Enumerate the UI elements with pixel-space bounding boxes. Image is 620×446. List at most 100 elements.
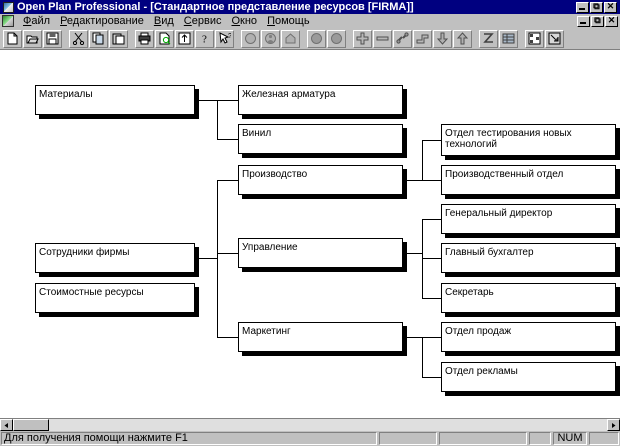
tree-node-label: Производство [242, 169, 308, 180]
scroll-right-button[interactable] [607, 419, 620, 431]
tree-node-otdelreklamy[interactable]: Отдел рекламы [441, 362, 616, 392]
menu-accel: В [153, 15, 162, 27]
tree-node-label: Отдел рекламы [445, 366, 518, 377]
resource-shape-button[interactable] [281, 29, 300, 48]
connector-line-h [422, 298, 442, 299]
mdi-restore-icon: ⧉ [594, 15, 601, 25]
tree-node-label: Маркетинг [242, 326, 291, 337]
restore-button[interactable]: ⧉ [590, 1, 603, 13]
connector-line-h [403, 253, 423, 254]
move-down-button[interactable] [433, 29, 452, 48]
tree-node-sekretar[interactable]: Секретарь [441, 283, 616, 313]
print-button[interactable] [135, 29, 154, 48]
tree-node-vinil[interactable]: Винил [238, 124, 403, 154]
connector-line-h [422, 258, 442, 259]
horizontal-scrollbar[interactable] [0, 418, 620, 431]
copy-button[interactable] [89, 29, 108, 48]
menu-item-label: омощь [274, 15, 310, 27]
tree-node-label: Производственный отдел [445, 169, 564, 180]
tree-node-marketing[interactable]: Маркетинг [238, 322, 403, 352]
tree-node-stoimostnye[interactable]: Стоимостные ресурсы [35, 283, 195, 313]
tree-node-label: Управление [242, 242, 298, 253]
menu-item-edit[interactable]: Редактирование [55, 14, 149, 28]
svg-text:?: ? [228, 33, 231, 40]
tree-node-label: Железная арматура [242, 89, 336, 100]
menu-item-window[interactable]: Окно [226, 14, 262, 28]
filled-circle-button[interactable] [307, 29, 326, 48]
tree-node-label: Стоимостные ресурсы [39, 287, 144, 298]
menu-item-file[interactable]: Файл [18, 14, 55, 28]
status-num-indicator: NUM [553, 432, 587, 445]
tree-node-sotrudniki[interactable]: Сотрудники фирмы [35, 243, 195, 273]
zigzag-button[interactable] [479, 29, 498, 48]
menu-accel: С [183, 15, 192, 27]
menu-accel: Р [60, 15, 67, 27]
document-icon[interactable] [2, 15, 14, 27]
new-file-button[interactable] [3, 29, 22, 48]
link-button[interactable] [393, 29, 412, 48]
connector-line-v [217, 180, 218, 338]
tree-node-armatura[interactable]: Железная арматура [238, 85, 403, 115]
mdi-close-button[interactable]: ✕ [605, 15, 618, 27]
toolbar: ? ? [0, 28, 620, 50]
tree-node-proizvotdel[interactable]: Производственный отдел [441, 165, 616, 195]
connector-line-h [422, 337, 442, 338]
move-up-button[interactable] [453, 29, 472, 48]
remove-minus-button[interactable] [373, 29, 392, 48]
scroll-thumb[interactable] [13, 419, 49, 431]
minimize-button[interactable] [576, 1, 589, 13]
resource-circle-button[interactable] [241, 29, 260, 48]
svg-text:?: ? [202, 34, 207, 46]
filled-circle-2-button[interactable] [327, 29, 346, 48]
open-folder-button[interactable] [23, 29, 42, 48]
tree-node-buhgalter[interactable]: Главный бухгалтер [441, 243, 616, 273]
mdi-child-controls: ⧉ ✕ [577, 15, 618, 27]
scroll-track[interactable] [13, 419, 607, 431]
menu-accel: П [267, 15, 275, 27]
tree-node-label: Материалы [39, 89, 93, 100]
tree-node-upravlenie[interactable]: Управление [238, 238, 403, 268]
connector-line-h [217, 139, 239, 140]
menu-item-label: едактирование [66, 15, 144, 27]
mdi-minimize-button[interactable] [577, 15, 590, 27]
connector-line-h [217, 180, 239, 181]
cut-scissors-button[interactable] [69, 29, 88, 48]
tree-node-proizvodstvo[interactable]: Производство [238, 165, 403, 195]
window-controls: ⧉ ✕ [576, 1, 617, 13]
menu-accel: О [231, 15, 241, 27]
menu-item-label: ервис [191, 15, 222, 27]
status-bar: Для получения помощи нажмите F1 NUM [0, 431, 620, 446]
menu-item-label: айл [31, 15, 51, 27]
tree-node-testirovanie[interactable]: Отдел тестирования новых технологий [441, 124, 616, 156]
table-grid-button[interactable] [499, 29, 518, 48]
collapse-tree-button[interactable] [545, 29, 564, 48]
print-preview-button[interactable] [155, 29, 174, 48]
tree-node-label: Отдел продаж [445, 326, 512, 337]
scroll-left-button[interactable] [0, 419, 13, 431]
close-button[interactable]: ✕ [604, 1, 617, 13]
connector-line-h [195, 258, 218, 259]
help-question-button[interactable]: ? [195, 29, 214, 48]
menu-item-tools[interactable]: Сервис [179, 14, 227, 28]
step-button[interactable] [413, 29, 432, 48]
sort-button[interactable] [175, 29, 194, 48]
connector-line-h [422, 377, 442, 378]
connector-line-h [422, 180, 442, 181]
tree-node-materialy[interactable]: Материалы [35, 85, 195, 115]
menu-item-view[interactable]: Вид [149, 14, 179, 28]
help-arrow-button[interactable]: ? [215, 29, 234, 48]
save-disk-button[interactable] [43, 29, 62, 48]
tree-node-gendirektor[interactable]: Генеральный директор [441, 204, 616, 234]
paste-button[interactable] [109, 29, 128, 48]
expand-tree-button[interactable] [525, 29, 544, 48]
mdi-restore-button[interactable]: ⧉ [591, 15, 604, 27]
menu-item-help[interactable]: Помощь [262, 14, 315, 28]
connector-line-v [422, 219, 423, 299]
connector-line-h [422, 219, 442, 220]
resource-person-button[interactable] [261, 29, 280, 48]
add-plus-button[interactable] [353, 29, 372, 48]
menu-accel: Ф [23, 15, 32, 27]
tree-node-otdelprodazh[interactable]: Отдел продаж [441, 322, 616, 352]
